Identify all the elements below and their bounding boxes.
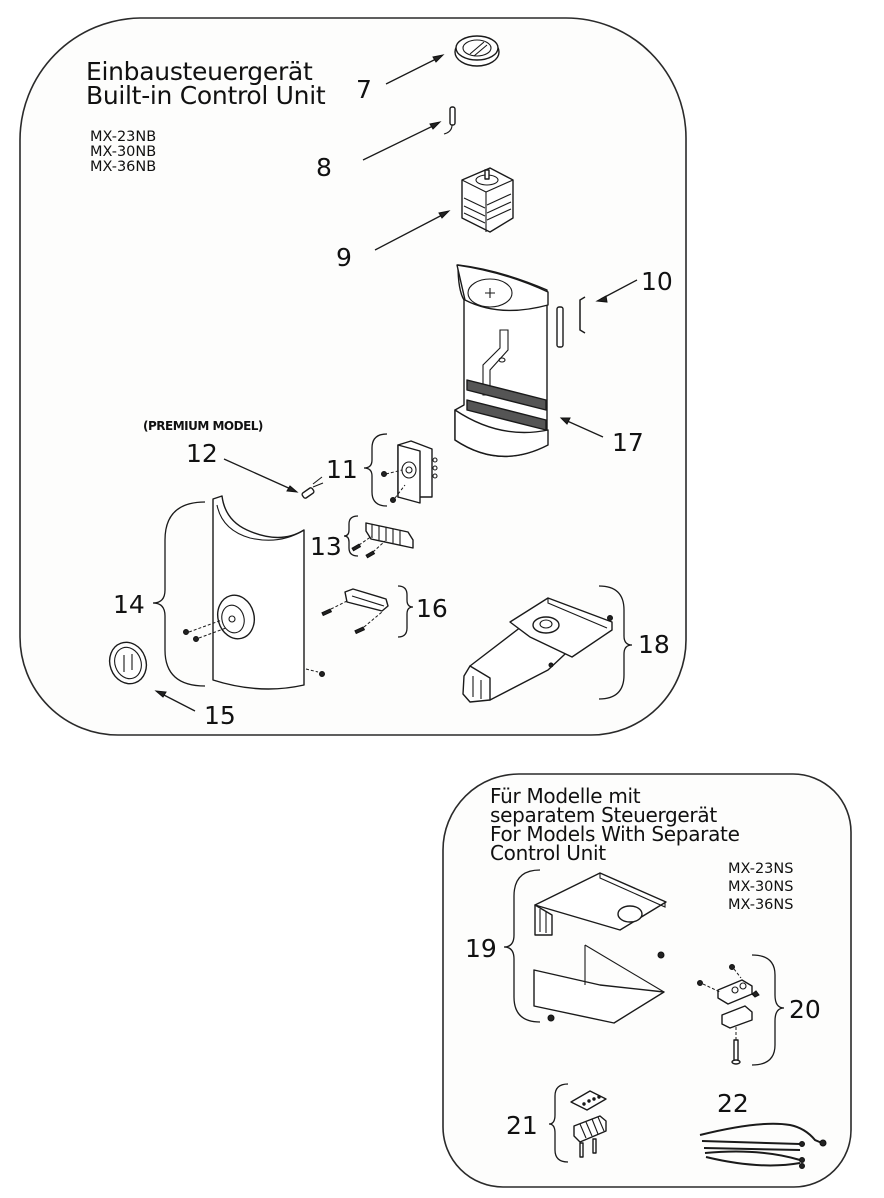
part-19-separate-control-bracket <box>533 872 667 1024</box>
arrowhead-15 <box>154 690 167 698</box>
callout-21: 21 <box>506 1111 538 1140</box>
premium-model-note: (PREMIUM MODEL) <box>143 419 263 433</box>
part-8-sensor-pin <box>443 106 456 135</box>
callout-13: 13 <box>310 532 342 561</box>
part-20-cable-clamp-set <box>697 964 760 1065</box>
model-item: MX-36NS <box>728 897 794 913</box>
part-9-thermostat-switch <box>461 167 514 233</box>
part-12-indicator-lamp <box>301 476 324 499</box>
part-14-front-cover <box>183 495 325 690</box>
top-title-de: Einbausteuergerät <box>86 57 313 86</box>
model-item: MX-23NS <box>728 861 794 877</box>
brace-16 <box>397 585 414 638</box>
callout-9: 9 <box>336 243 352 272</box>
leader-8 <box>362 123 438 161</box>
callout-12: 12 <box>186 439 218 468</box>
callout-10: 10 <box>641 267 673 296</box>
leader-10 <box>600 279 638 300</box>
arrowhead-7 <box>432 54 445 63</box>
callout-20: 20 <box>789 995 821 1024</box>
part-15-knob <box>108 641 148 685</box>
arrowhead-12 <box>286 485 299 493</box>
top-title-en: Built-in Control Unit <box>86 81 326 110</box>
callout-11: 11 <box>326 455 358 484</box>
callout-15: 15 <box>204 701 236 730</box>
brace-18 <box>598 585 633 700</box>
part-18-mounting-bracket <box>462 597 613 703</box>
part-22-wiring-harness <box>699 1122 827 1169</box>
brace-13 <box>343 515 359 557</box>
brace-11 <box>363 433 388 507</box>
model-item: MX-30NS <box>728 879 794 895</box>
part-21-terminal-block-set <box>570 1090 607 1158</box>
leader-12 <box>223 458 294 491</box>
brace-14 <box>152 501 206 687</box>
callout-18: 18 <box>638 630 670 659</box>
bottom-panel-frame <box>442 773 852 1188</box>
brace-20 <box>751 954 785 1066</box>
leader-7 <box>385 56 441 85</box>
bottom-title-line: Control Unit <box>490 841 606 865</box>
part-11-switch-assembly <box>381 440 438 504</box>
callout-17: 17 <box>612 428 644 457</box>
callout-8: 8 <box>316 153 332 182</box>
callout-7: 7 <box>356 75 372 104</box>
callout-14: 14 <box>113 590 145 619</box>
bottom-title-line: separatem Steuergerät <box>490 803 717 827</box>
leader-17 <box>564 419 604 438</box>
callout-22: 22 <box>717 1089 749 1118</box>
part-10-mounting-clip <box>556 296 586 348</box>
callout-19: 19 <box>465 934 497 963</box>
brace-19 <box>503 869 541 1023</box>
leader-9 <box>374 212 447 251</box>
model-item: MX-30NB <box>90 144 157 160</box>
top-panel-frame <box>19 17 687 736</box>
part-7-control-knob <box>454 35 500 67</box>
model-item: MX-36NB <box>90 159 157 175</box>
part-16-cable-clamp <box>321 588 389 635</box>
part-17-control-housing <box>454 264 549 458</box>
arrowhead-8 <box>429 121 442 130</box>
bottom-title-line: Für Modelle mit <box>490 784 641 808</box>
model-item: MX-23NB <box>90 129 157 145</box>
part-13-terminal-block <box>351 522 414 559</box>
arrowhead-10 <box>595 295 608 303</box>
bottom-title-line: For Models With Separate <box>490 822 740 846</box>
callout-16: 16 <box>416 594 448 623</box>
brace-21 <box>548 1083 569 1163</box>
arrowhead-17 <box>559 417 571 425</box>
leader-15 <box>159 692 196 712</box>
arrowhead-9 <box>438 210 451 219</box>
